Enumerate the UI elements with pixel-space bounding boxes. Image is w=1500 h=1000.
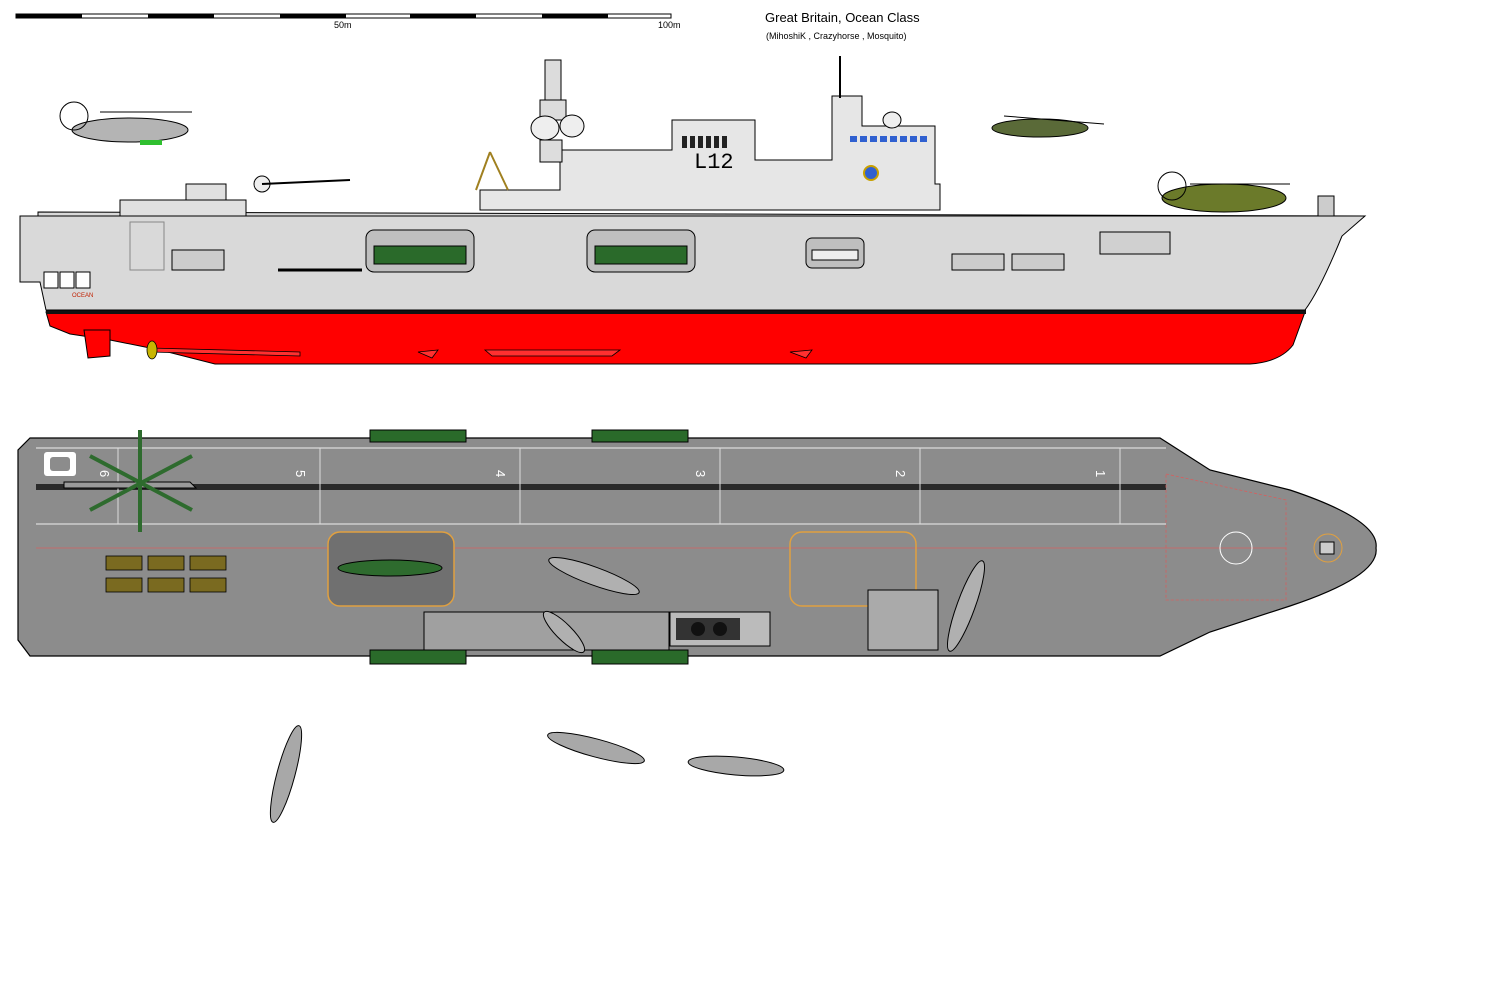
- scale-label-100m: 100m: [658, 20, 681, 30]
- deck-spot-number: 2: [893, 470, 908, 477]
- helicopter-icon: [337, 559, 443, 577]
- ship-profile: L12 OCEAN: [19, 56, 1367, 365]
- deck-spot-number: 3: [693, 470, 708, 477]
- deck-spot-number: 4: [493, 470, 508, 477]
- landing-craft-icon: [594, 245, 688, 265]
- landing-craft-icon: [369, 649, 467, 665]
- page-title: Great Britain, Ocean Class: [765, 10, 920, 25]
- landing-craft-icon: [591, 429, 689, 443]
- helicopter-icon: [687, 755, 785, 777]
- helicopter-icon: [548, 557, 640, 595]
- scale-label-50m: 50m: [334, 20, 352, 30]
- apache-helicopter-icon: [991, 115, 1105, 138]
- helicopter-icon: [269, 725, 303, 823]
- landing-craft-icon: [591, 649, 689, 665]
- deck-spot-number: 5: [293, 470, 308, 477]
- helicopter-icon: [542, 610, 586, 654]
- helicopter-icon: [547, 731, 645, 765]
- deck-spot-number: 1: [1093, 470, 1108, 477]
- merlin-helicopter-icon: [59, 101, 192, 145]
- landing-craft-icon: [369, 429, 467, 443]
- landing-craft-icon: [373, 245, 467, 265]
- deck-spot-number: 6: [97, 470, 112, 477]
- credits: (MihoshiK , Crazyhorse , Mosquito): [766, 31, 907, 41]
- scale-bar: 50m 100m: [15, 13, 681, 30]
- ship-crest-icon: [863, 165, 879, 181]
- stern-name: OCEAN: [72, 293, 93, 299]
- pennant-number: L12: [694, 150, 734, 175]
- merlin-helicopter-icon: [1157, 171, 1290, 213]
- helicopter-icon: [947, 560, 985, 652]
- helicopter-icon: [63, 430, 198, 532]
- deck-plan: 6 5 4 3 2 1: [17, 429, 1377, 665]
